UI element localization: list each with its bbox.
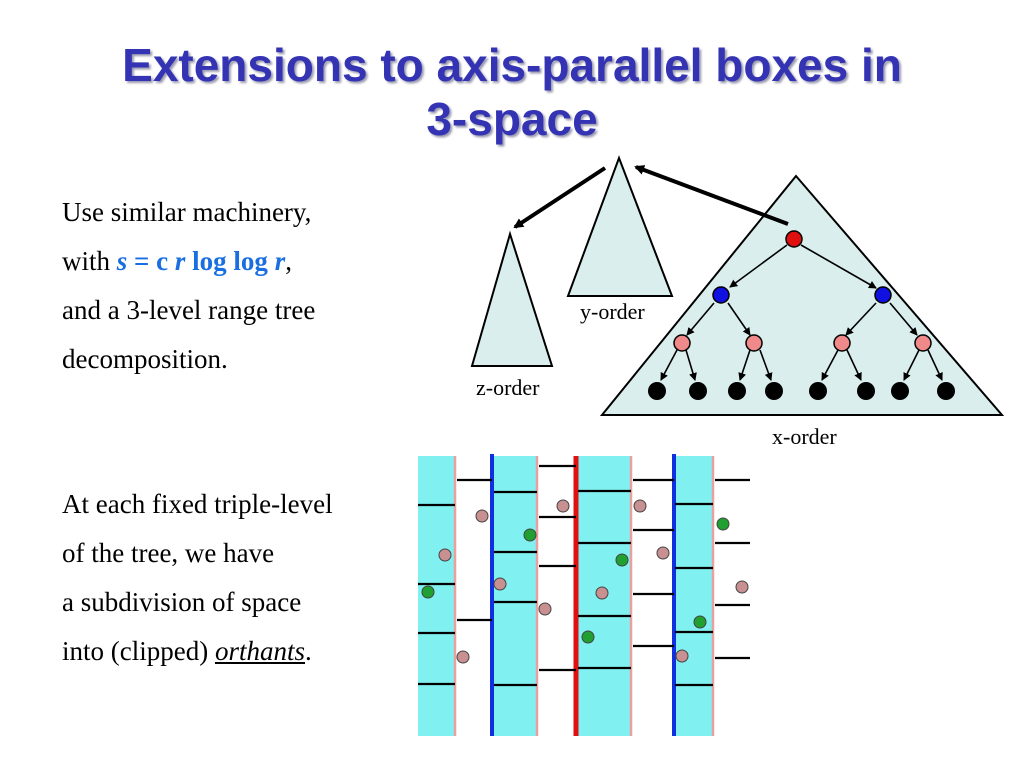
level3-node [745, 334, 763, 352]
level3-node [673, 334, 691, 352]
para1-line2-suffix: , [285, 246, 292, 276]
points-pink [438, 499, 749, 664]
orthant-boundaries [418, 464, 750, 687]
para2-line4: into (clipped) orthants. [62, 627, 333, 676]
para1-line2: with s = c r log log r, [62, 237, 315, 286]
para2-line2: of the tree, we have [62, 538, 275, 568]
leaf-nodes [648, 382, 955, 400]
para1-line3: and a 3-level range tree [62, 295, 316, 325]
tree-edges [660, 244, 943, 381]
arrow-to-z-order [513, 166, 607, 229]
range-tree-diagram: y-order z-order x-order [470, 155, 1005, 449]
paragraph-machinery: Use similar machinery, with s = c r log … [62, 188, 315, 384]
para2-line4-suffix: . [305, 636, 312, 666]
z-order-label: z-order [476, 375, 540, 400]
formula-s: s [116, 246, 128, 276]
root-node [785, 230, 803, 248]
paragraph-orthants: At each fixed triple-level of the tree, … [62, 480, 333, 676]
x-order-tree [599, 174, 1005, 416]
level2-node-right [874, 286, 892, 304]
para1-line1: Use similar machinery, [62, 197, 312, 227]
slide-title: Extensions to axis-parallel boxes in 3-s… [0, 38, 1024, 146]
formula: s = c r log log r [117, 246, 285, 276]
formula-loglog: log log [185, 246, 275, 276]
slab [494, 456, 537, 736]
points-green [421, 517, 730, 644]
para1-line4: decomposition. [62, 344, 228, 374]
x-order-label: x-order [772, 424, 837, 449]
title-line-2: 3-space [426, 93, 598, 145]
level3-node [914, 334, 932, 352]
y-order-tree [566, 155, 674, 297]
level3-node [833, 334, 851, 352]
para2-line4-prefix: into (clipped) [62, 636, 215, 666]
para1-line2-prefix: with [62, 246, 117, 276]
arrow-to-y-order [634, 165, 789, 226]
para2-line1: At each fixed triple-level [62, 489, 333, 519]
formula-r1: r [174, 246, 186, 276]
slab-boundaries-pink [453, 456, 715, 736]
level2-node-left [712, 286, 730, 304]
formula-eq: = c [127, 246, 175, 276]
z-order-tree [470, 230, 554, 367]
para2-line3: a subdivision of space [62, 587, 302, 617]
orthant-subdivision-diagram [418, 454, 750, 736]
slab [675, 456, 713, 736]
orthants-term: orthants [214, 636, 305, 666]
y-order-label: y-order [580, 299, 645, 324]
formula-r2: r [274, 246, 286, 276]
title-line-1: Extensions to axis-parallel boxes in [122, 39, 902, 91]
